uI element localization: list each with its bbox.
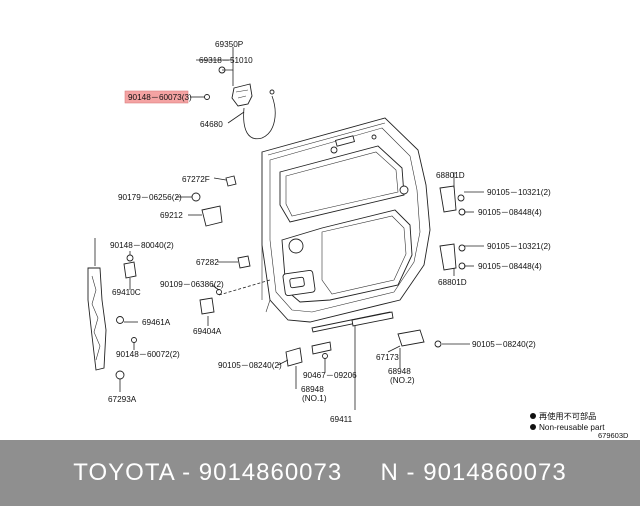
label-no2: (NO.2) [390, 376, 415, 385]
label-90179: 90179－06256(2) [118, 193, 182, 202]
hinge-upper [439, 185, 466, 216]
back-door-panel [261, 117, 431, 323]
label-69461A: 69461A [142, 318, 171, 327]
label-67272F: 67272F [182, 175, 210, 184]
bullet-icon [530, 413, 536, 419]
label-64680: 64680 [200, 120, 223, 129]
legend-nonreuse: Non-reusable part [539, 423, 605, 432]
label-69350P: 69350P [215, 40, 244, 49]
hinge-lower [439, 243, 466, 271]
label-68801D-bot: 68801D [438, 278, 467, 287]
label-69411: 69411 [330, 415, 353, 424]
label-90105-10321-bot: 90105－10321(2) [487, 242, 551, 251]
label-69212: 69212 [160, 211, 183, 220]
label-67293A: 67293A [108, 395, 137, 404]
footer-bar: TOYOTA - 9014860073 N - 9014860073 [0, 440, 640, 506]
highlight-box [124, 90, 189, 104]
label-90109: 90109－06386(2) [160, 280, 224, 289]
label-69404A: 69404A [193, 327, 222, 336]
label-90105-08448-bot: 90105－08448(4) [478, 262, 542, 271]
label-68948-no1: 68948 [301, 385, 324, 394]
label-90148-60073: 90148－60073(3) [128, 93, 192, 102]
label-67173: 67173 [376, 353, 399, 362]
label-90105-10321-top: 90105－10321(2) [487, 188, 551, 197]
left-trim-strip [87, 267, 107, 371]
leader-lines [94, 47, 484, 410]
label-69410C: 69410C [112, 288, 141, 297]
label-90105-08240-left: 90105－08240(2) [218, 361, 282, 370]
label-no1: (NO.1) [302, 394, 327, 403]
label-90105-08448-top: 90105－08448(4) [478, 208, 542, 217]
label-68948-no2: 68948 [388, 367, 411, 376]
label-90148-80040: 90148－80040(2) [110, 241, 174, 250]
small-parts [115, 175, 442, 380]
legend: 再使用不可部品 Non-reusable part 679603D [530, 411, 629, 440]
label-67282: 67282 [196, 258, 219, 267]
label-69318: 69318－51010 [199, 56, 253, 65]
parts-diagram: 69350P 69318－51010 90148－60073(3) 64680 … [87, 40, 629, 440]
part-labels: 69350P 69318－51010 90148－60073(3) 64680 … [108, 40, 551, 424]
label-90467: 90467－09206 [303, 371, 357, 380]
label-68801D-top: 68801D [436, 171, 465, 180]
legend-reuse: 再使用不可部品 [539, 411, 596, 421]
label-90105-08240-right: 90105－08240(2) [472, 340, 536, 349]
label-90148-60072: 90148－60072(2) [116, 350, 180, 359]
diagram-code: 679603D [598, 431, 629, 440]
bullet-icon [530, 424, 536, 430]
footer-part-number: TOYOTA - 9014860073 N - 9014860073 [73, 459, 567, 486]
